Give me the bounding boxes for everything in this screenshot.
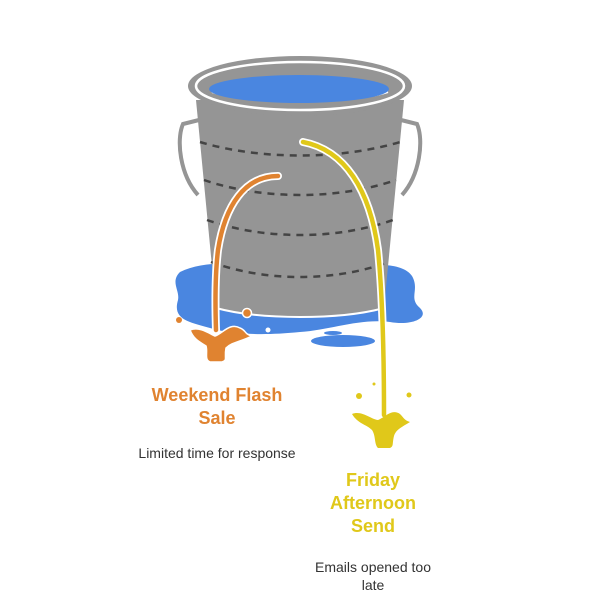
bucket-water <box>209 75 389 103</box>
friday-afternoon-send-description: Emails opened too late <box>315 559 431 593</box>
bucket <box>188 56 412 318</box>
weekend-flash-sale-label: Weekend Flash Sale Limited time for resp… <box>137 384 297 462</box>
weekend-flash-sale-description: Limited time for response <box>138 445 296 461</box>
friday-afternoon-send-label: Friday Afternoon Send Emails opened too … <box>308 469 438 594</box>
friday-leak-stream <box>299 138 412 448</box>
friday-afternoon-send-title: Friday Afternoon Send <box>330 470 416 536</box>
weekend-leak-stream <box>176 172 282 363</box>
bucket-handle <box>177 118 423 197</box>
weekend-flash-sale-title: Weekend Flash Sale <box>151 385 283 428</box>
